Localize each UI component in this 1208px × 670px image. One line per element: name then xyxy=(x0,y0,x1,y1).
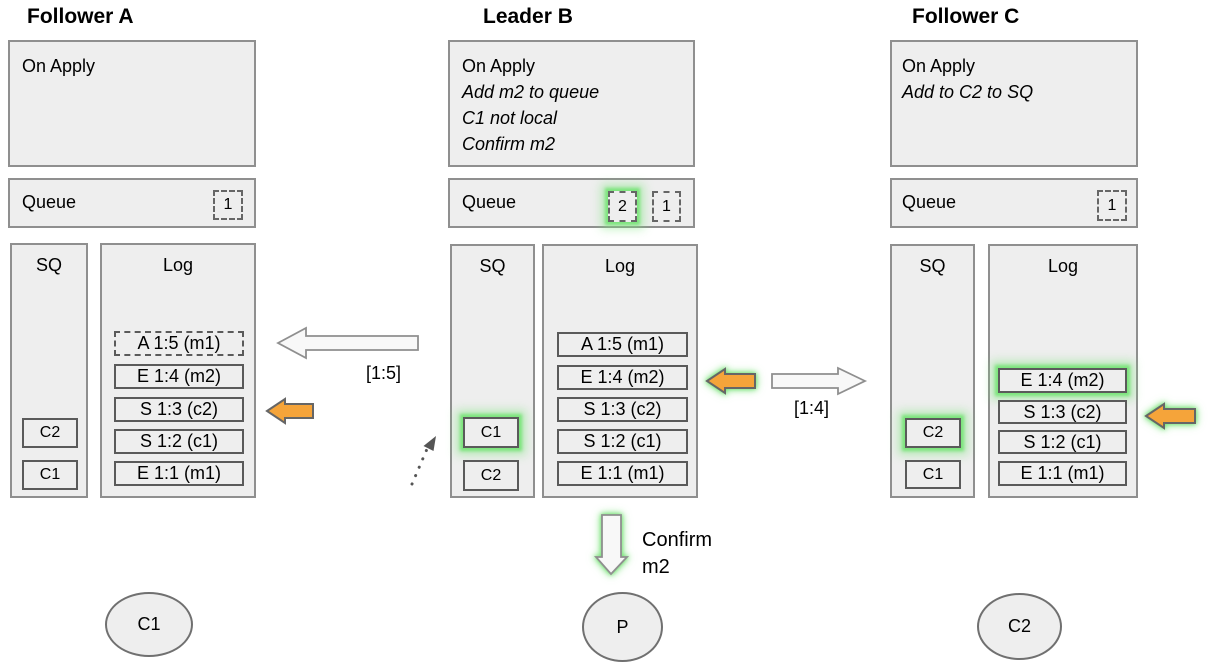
on-apply-note: C1 not local xyxy=(462,108,558,128)
node-b-sq-box xyxy=(450,244,535,498)
node-b-on-apply-box xyxy=(448,40,695,167)
node-a-log-entry-1-4: E 1:4 (m2) xyxy=(114,364,244,389)
node-c-log-entry-1-2: S 1:2 (c1) xyxy=(998,430,1127,454)
node-b-sq-item-c2: C2 xyxy=(463,460,519,491)
node-c-log-entry-1-4: E 1:4 (m2) xyxy=(998,368,1127,393)
node-c-on-apply-box xyxy=(890,40,1138,167)
node-a-sq-item-c2: C2 xyxy=(22,418,78,448)
node-b-on-apply-text: On Apply Add m2 to queue C1 not local Co… xyxy=(462,53,599,157)
node-b-queue-slot-2: 2 xyxy=(608,191,637,222)
node-c-log-label: Log xyxy=(1047,256,1079,276)
node-c-queue-slot-1: 1 xyxy=(1097,190,1127,221)
node-b-log-label: Log xyxy=(604,256,636,276)
on-apply-heading: On Apply xyxy=(462,56,536,76)
on-apply-note: Add m2 to queue xyxy=(462,82,600,102)
node-c-sq-label: SQ xyxy=(919,256,946,276)
node-c-on-apply-text: On Apply Add to C2 to SQ xyxy=(902,53,1033,105)
node-c-title: Follower C xyxy=(912,5,1020,28)
node-a-sq-box xyxy=(10,243,88,498)
node-b-sq-label: SQ xyxy=(479,256,506,276)
node-a-log-entry-1-2: S 1:2 (c1) xyxy=(114,429,244,454)
node-c-sq-box xyxy=(890,244,975,498)
node-a-log-entry-1-3: S 1:3 (c2) xyxy=(114,397,244,422)
node-a-sq-item-c1: C1 xyxy=(22,460,78,490)
on-apply-note: Confirm m2 xyxy=(462,134,556,154)
replicate-arrow-b-to-a xyxy=(276,326,419,360)
node-b-log-entry-1-1: E 1:1 (m1) xyxy=(557,461,688,486)
apply-pointer-a-icon xyxy=(265,397,314,425)
apply-pointer-c-icon xyxy=(1144,402,1196,430)
confirm-arrow-down xyxy=(594,514,630,576)
node-b-log-entry-1-3: S 1:3 (c2) xyxy=(557,397,688,422)
node-a-log-entry-1-1: E 1:1 (m1) xyxy=(114,461,244,486)
on-apply-note: Add to C2 to SQ xyxy=(902,82,1034,102)
node-a-sq-label: SQ xyxy=(35,255,62,275)
node-a-log-entry-1-5: A 1:5 (m1) xyxy=(114,331,244,356)
node-a-on-apply-text: On Apply xyxy=(22,53,95,79)
client-node-c1: C1 xyxy=(105,592,193,657)
node-c-queue-label: Queue xyxy=(902,192,957,212)
apply-pointer-b-icon xyxy=(705,367,756,395)
on-apply-heading: On Apply xyxy=(902,56,976,76)
replicate-arrow-b-to-c xyxy=(771,366,868,396)
node-c-queue-box xyxy=(890,178,1138,228)
confirm-line1: Confirm xyxy=(642,529,713,551)
client-node-c2: C2 xyxy=(977,593,1062,660)
on-apply-heading: On Apply xyxy=(22,56,96,76)
node-a-queue-label: Queue xyxy=(22,192,77,212)
node-b-title: Leader B xyxy=(483,5,573,28)
replicate-label-1-4: [1:4] xyxy=(794,398,830,418)
node-b-log-entry-1-5: A 1:5 (m1) xyxy=(557,332,688,357)
node-c-sq-item-c2: C2 xyxy=(905,418,961,448)
node-c-sq-item-c1: C1 xyxy=(905,460,961,489)
confirm-line2: m2 xyxy=(642,556,670,578)
node-b-queue-slot-1: 1 xyxy=(652,191,681,222)
node-b-queue-label: Queue xyxy=(462,192,517,212)
node-a-log-label: Log xyxy=(162,255,194,275)
dotted-pointer-arrowhead-icon xyxy=(423,436,436,451)
client-node-p: P xyxy=(582,592,663,662)
node-a-title: Follower A xyxy=(27,5,134,28)
node-b-log-entry-1-4: E 1:4 (m2) xyxy=(557,365,688,390)
node-c-log-entry-1-3: S 1:3 (c2) xyxy=(998,400,1127,424)
node-a-on-apply-box xyxy=(8,40,256,167)
replicate-label-1-5: [1:5] xyxy=(366,363,402,383)
node-c-log-entry-1-1: E 1:1 (m1) xyxy=(998,461,1127,486)
confirm-m2-label: Confirm m2 xyxy=(642,527,712,581)
node-b-sq-item-c1: C1 xyxy=(463,417,519,448)
dotted-pointer-to-c1 xyxy=(410,447,429,486)
node-a-queue-slot-1: 1 xyxy=(213,190,243,220)
node-b-log-entry-1-2: S 1:2 (c1) xyxy=(557,429,688,454)
